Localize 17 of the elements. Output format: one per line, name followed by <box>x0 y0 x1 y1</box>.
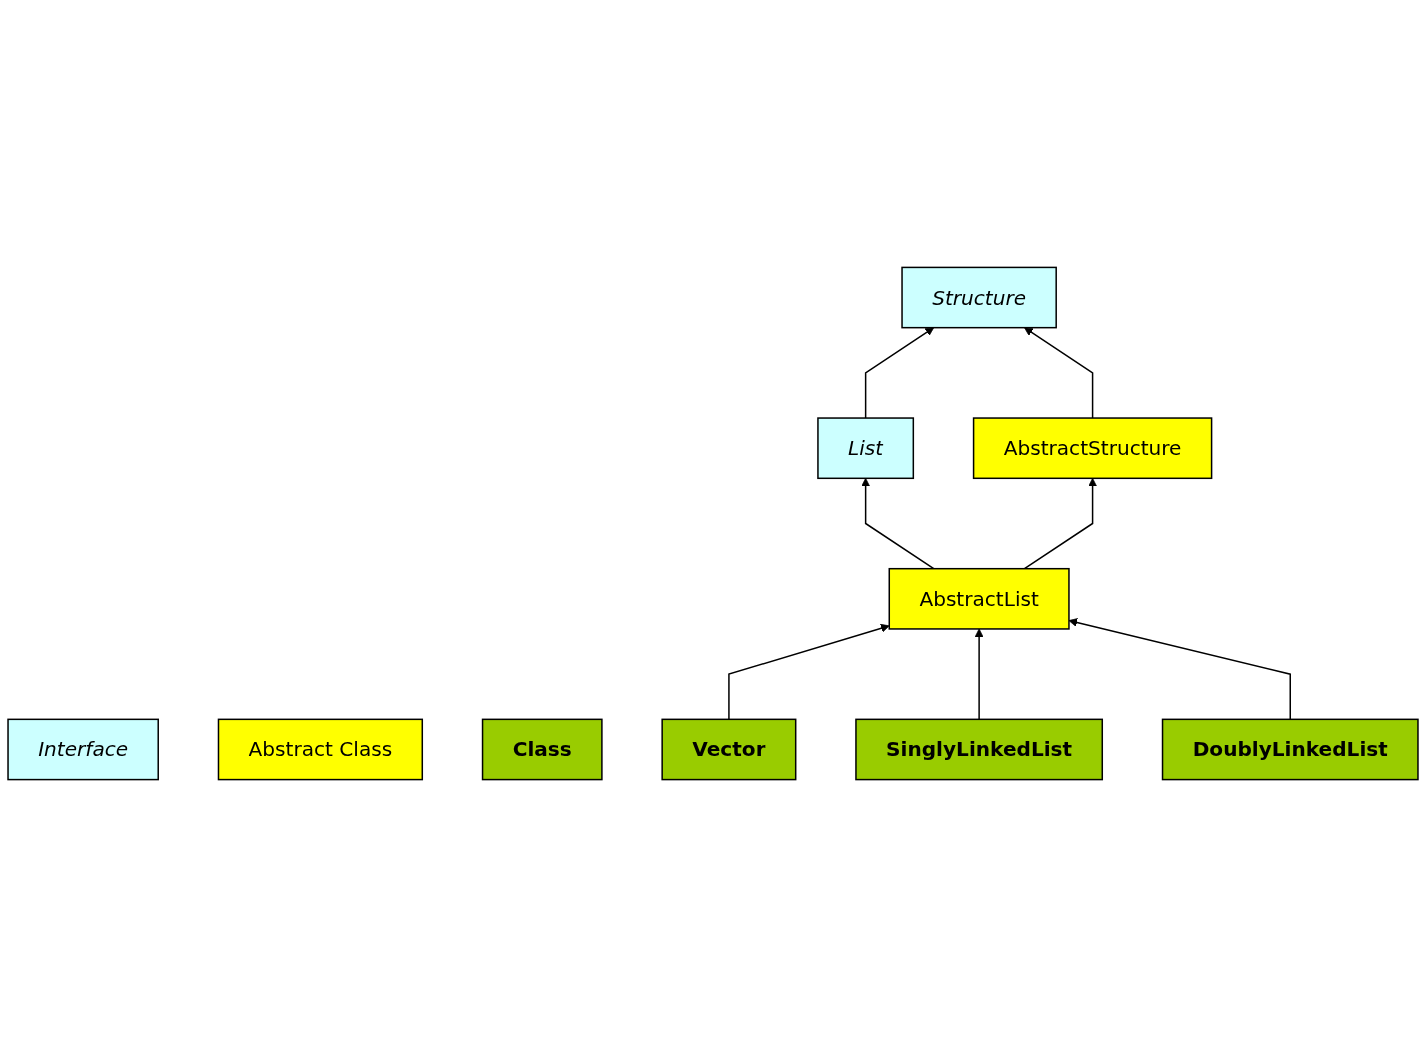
arrow <box>861 477 935 570</box>
node-box: AbstractStructure <box>972 417 1213 480</box>
node-box: SinglyLinkedList <box>855 718 1104 781</box>
node-box: Vector <box>661 718 797 781</box>
arrow <box>1024 327 1094 419</box>
node-box: Structure <box>901 266 1057 329</box>
node-box: Abstract Class <box>217 718 424 781</box>
arrow <box>1068 618 1291 721</box>
arrow <box>864 327 935 419</box>
node-box: AbstractList <box>888 567 1070 630</box>
arrow <box>728 623 890 721</box>
arrow <box>974 628 984 721</box>
arrow <box>1023 477 1097 570</box>
node-box: Interface <box>7 718 159 781</box>
node-box: DoublyLinkedList <box>1161 718 1419 781</box>
node-box: Class <box>481 718 603 781</box>
node-box: List <box>817 417 915 480</box>
